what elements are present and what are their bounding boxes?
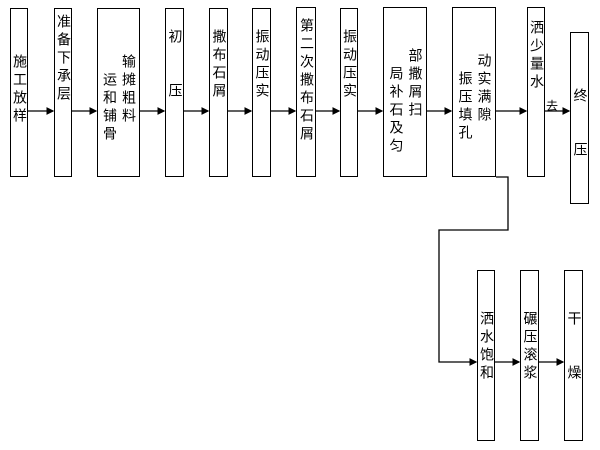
- step-box: 干 燥: [564, 270, 583, 441]
- step-text: 洒水饱和: [478, 311, 494, 383]
- step-box: 初 压: [165, 8, 184, 177]
- step-text: 洒少量水: [528, 20, 544, 92]
- step-box: 振动压实: [252, 8, 271, 177]
- step-text: 动实满隙: [475, 53, 492, 125]
- step-text: 施工放样: [11, 54, 27, 126]
- step-box: 洒水饱和: [477, 270, 495, 441]
- step-box: 碾压滚浆: [520, 270, 539, 441]
- step-box: 输摊粗料运和铺骨: [97, 8, 140, 177]
- step-box: 洒少量水: [527, 7, 545, 177]
- step-text: 运和铺骨: [101, 72, 117, 144]
- step-box: 撒布石屑: [209, 8, 228, 177]
- arrow-label: 去: [546, 99, 559, 113]
- step-text: 终 压: [571, 88, 588, 160]
- step-box: 动实满隙振压填孔: [452, 7, 496, 177]
- step-text: 振动压实: [253, 29, 270, 101]
- step-text: 部撒屑扫: [406, 48, 423, 120]
- step-box: 施工放样: [10, 8, 28, 177]
- branch-arrow: [438, 176, 509, 366]
- step-text: 振压填孔: [456, 71, 473, 143]
- step-text: 输摊粗料: [120, 54, 136, 126]
- step-text: 撒布石屑: [210, 29, 227, 101]
- step-text: 准备下承层: [55, 14, 71, 104]
- step-text: 振动压实: [341, 29, 357, 101]
- step-text: 局补石及匀: [387, 66, 404, 156]
- step-text: 第二次撒布石屑: [298, 18, 314, 144]
- step-box: 准备下承层: [54, 8, 72, 177]
- step-text: 干 燥: [565, 311, 582, 383]
- step-box: 振动压实: [340, 8, 358, 177]
- step-box: 部撒屑扫局补石及匀: [383, 7, 427, 177]
- step-text: 碾压滚浆: [521, 311, 538, 383]
- step-box: 第二次撒布石屑: [296, 7, 316, 177]
- step-box: 终 压: [570, 32, 589, 204]
- step-text: 初 压: [166, 29, 183, 101]
